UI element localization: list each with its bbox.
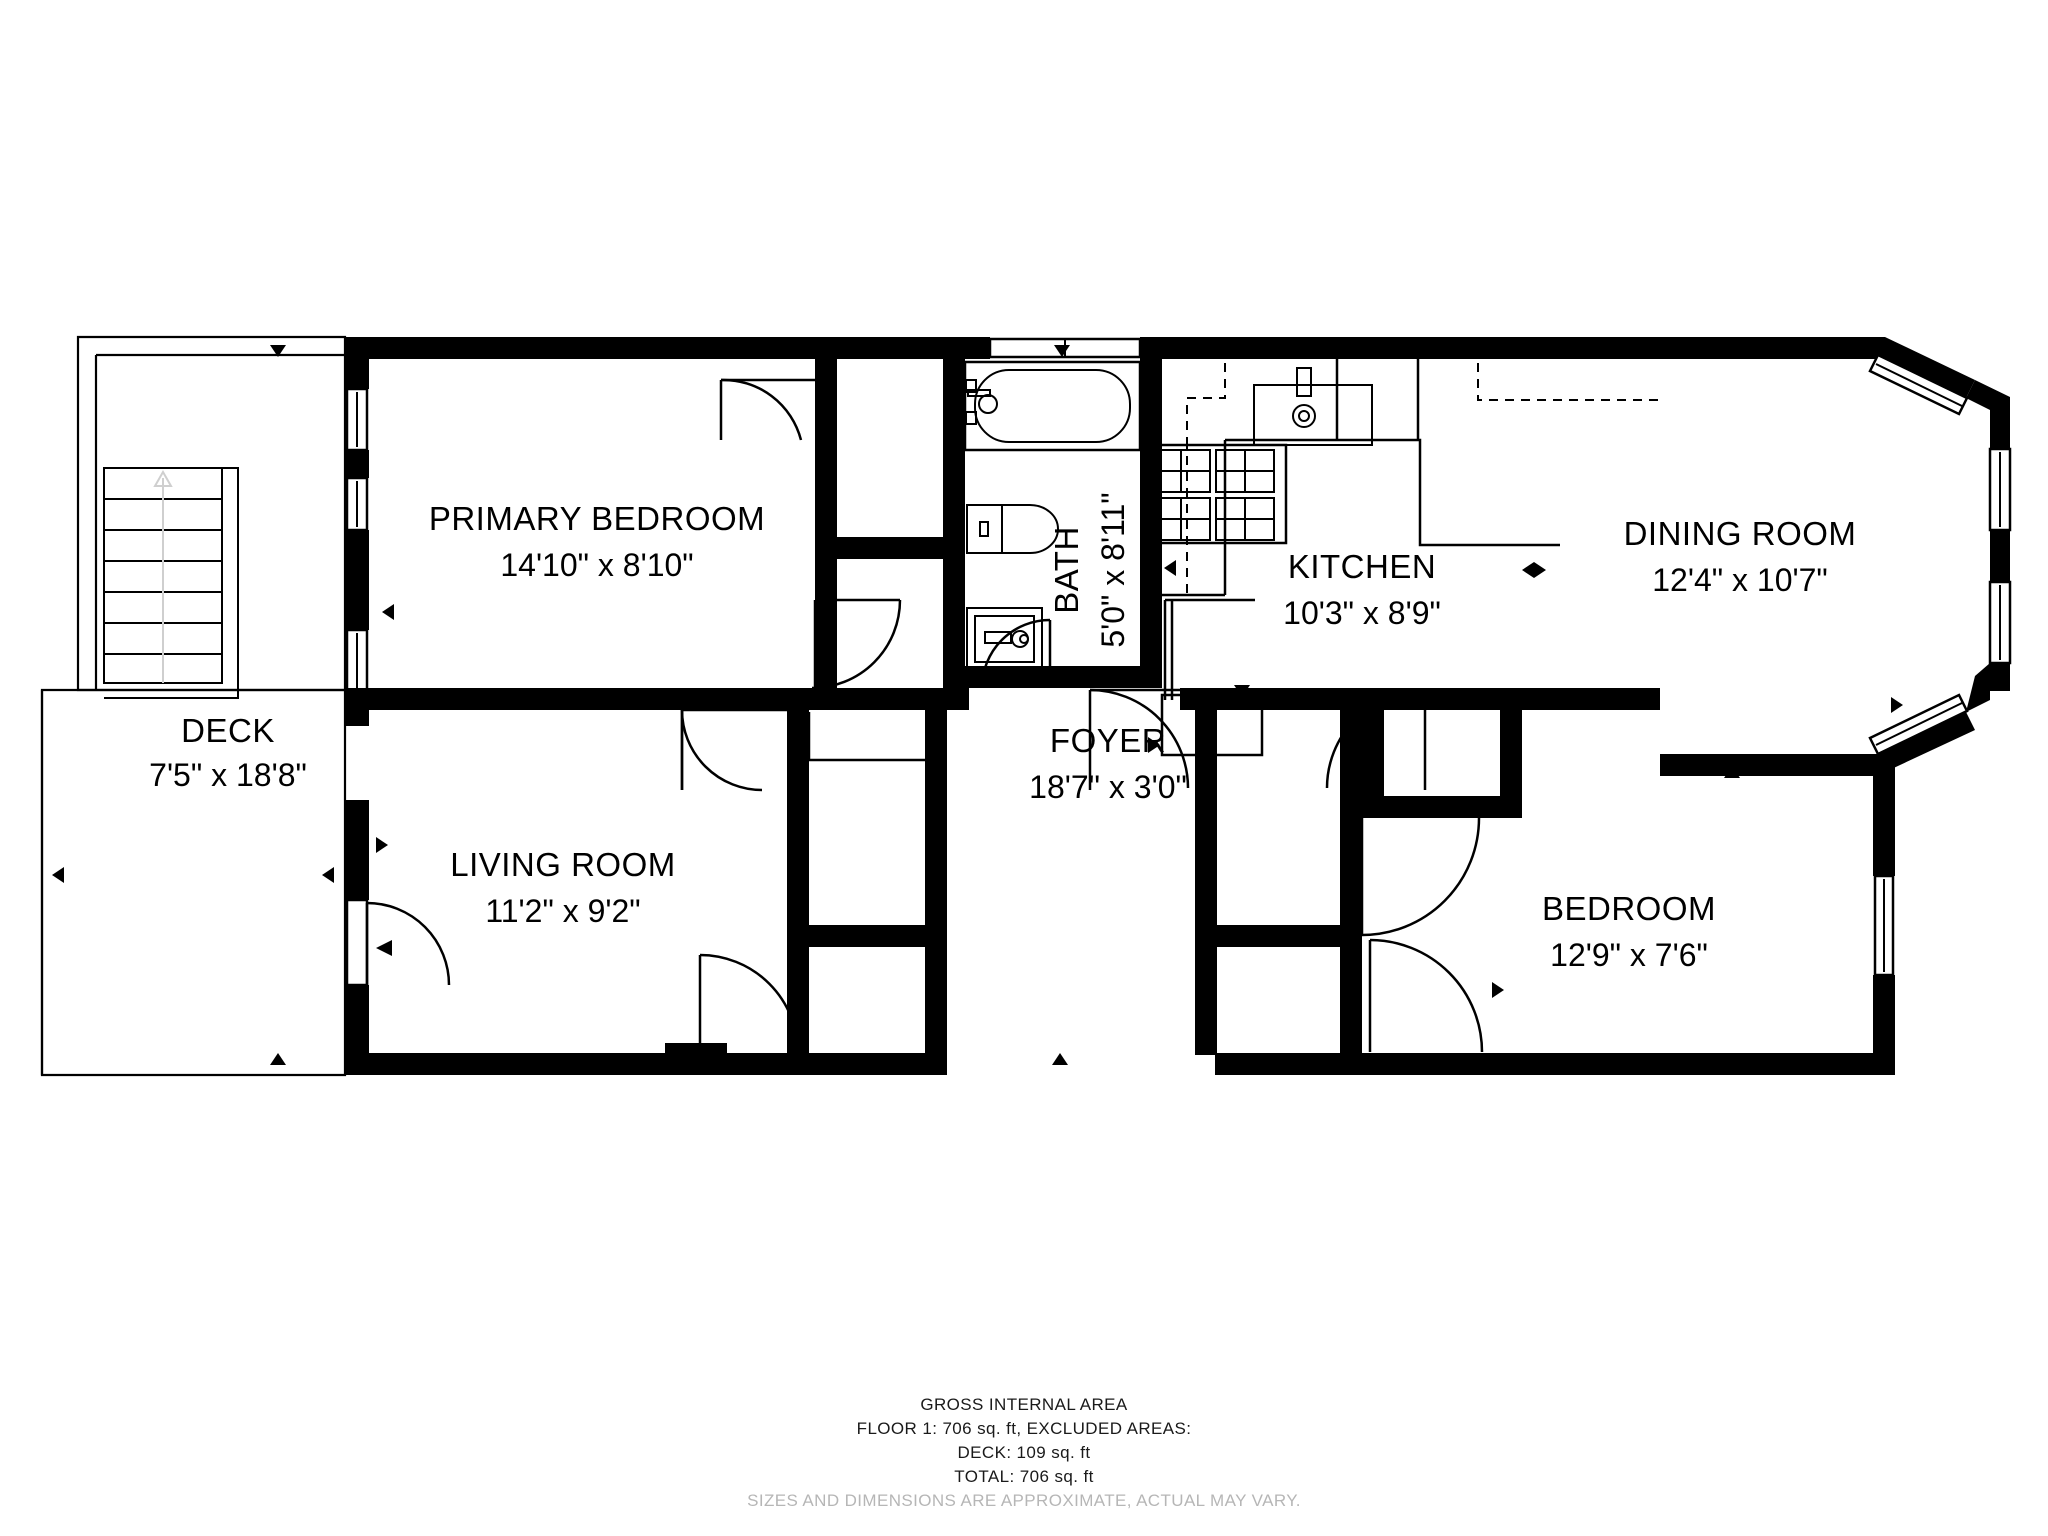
room-label-kitchen: KITCHEN 10'3" x 8'9" bbox=[1283, 548, 1441, 631]
window-right-bedroom bbox=[1873, 874, 1895, 977]
room-name-bedroom: BEDROOM bbox=[1542, 890, 1716, 927]
room-label-foyer: FOYER 18'7" x 3'0" bbox=[1029, 722, 1187, 805]
footer-line-3: DECK: 109 sq. ft bbox=[957, 1443, 1090, 1462]
vanity-sink-icon bbox=[966, 607, 1043, 671]
room-dim-dining-room: 12'4" x 10'7" bbox=[1652, 562, 1828, 598]
door-left-living bbox=[345, 898, 451, 987]
bay-window-panel-right-upper bbox=[1988, 447, 2012, 532]
bathtub-icon bbox=[963, 360, 1142, 452]
room-dim-living-room: 11'2" x 9'2" bbox=[485, 893, 640, 929]
bay-window-panel-bottom-angled bbox=[1868, 693, 1969, 756]
bedroom-partition bbox=[1522, 688, 1682, 776]
room-dim-foyer: 18'7" x 3'0" bbox=[1029, 769, 1187, 805]
room-name-foyer: FOYER bbox=[1050, 722, 1166, 759]
room-label-living-room: LIVING ROOM 11'2" x 9'2" bbox=[450, 846, 676, 929]
foyer-closets-left bbox=[680, 708, 947, 1055]
footer-line-1: GROSS INTERNAL AREA bbox=[920, 1395, 1128, 1414]
door-foyer-center bbox=[1088, 688, 1190, 790]
room-label-primary-bedroom: PRIMARY BEDROOM 14'10" x 8'10" bbox=[429, 500, 765, 583]
exterior-wall-right-bedroom bbox=[1660, 754, 1895, 1073]
room-label-dining-room: DINING ROOM 12'4" x 10'7" bbox=[1624, 515, 1857, 598]
room-dim-kitchen: 10'3" x 8'9" bbox=[1283, 595, 1441, 631]
staircase-icon bbox=[103, 467, 239, 699]
cooktop-range-icon bbox=[1144, 443, 1288, 545]
exterior-wall-top bbox=[345, 337, 1885, 359]
room-name-primary-bedroom: PRIMARY BEDROOM bbox=[429, 500, 765, 537]
room-name-living-room: LIVING ROOM bbox=[450, 846, 676, 883]
exterior-wall-left bbox=[345, 337, 369, 1075]
room-label-bedroom: BEDROOM 12'9" x 7'6" bbox=[1542, 890, 1716, 973]
room-name-bath: BATH bbox=[1048, 526, 1085, 614]
door-living-room-inner bbox=[698, 953, 800, 1054]
door-bedroom-lower bbox=[1368, 938, 1484, 1053]
room-dim-bath: 5'0" x 8'11" bbox=[1095, 492, 1131, 647]
bay-window-dining bbox=[1868, 337, 2012, 772]
kitchen-sink-icon bbox=[1253, 367, 1373, 446]
room-dim-primary-bedroom: 14'10" x 8'10" bbox=[500, 547, 693, 583]
room-label-bath: BATH 5'0" x 8'11" bbox=[1048, 492, 1131, 647]
toilet-icon bbox=[966, 504, 1059, 554]
door-bedroom-closet bbox=[1360, 817, 1481, 937]
room-name-kitchen: KITCHEN bbox=[1288, 548, 1436, 585]
window-left-primary-2 bbox=[345, 476, 369, 532]
door-foyer-right bbox=[1325, 688, 1427, 790]
room-name-deck: DECK bbox=[181, 712, 275, 749]
window-left-primary-1 bbox=[345, 387, 369, 452]
door-bath bbox=[980, 618, 1052, 689]
primary-bedroom-closet bbox=[719, 359, 943, 559]
kitchen-counters bbox=[1140, 359, 1560, 757]
footer-disclaimer: SIZES AND DIMENSIONS ARE APPROXIMATE, AC… bbox=[747, 1491, 1301, 1510]
bay-window-panel-right-lower bbox=[1988, 580, 2012, 665]
room-dim-bedroom: 12'9" x 7'6" bbox=[1550, 937, 1708, 973]
footer-block: GROSS INTERNAL AREA FLOOR 1: 706 sq. ft,… bbox=[747, 1395, 1301, 1510]
door-primary-bedroom bbox=[811, 559, 902, 690]
room-label-deck: DECK 7'5" x 18'8" bbox=[149, 712, 307, 793]
bay-window-panel-top-angled bbox=[1868, 353, 1969, 416]
foyer-closets-right bbox=[1195, 688, 1522, 1055]
room-name-dining-room: DINING ROOM bbox=[1624, 515, 1857, 552]
footer-line-4: TOTAL: 706 sq. ft bbox=[954, 1467, 1093, 1486]
footer-line-2: FLOOR 1: 706 sq. ft, EXCLUDED AREAS: bbox=[857, 1419, 1192, 1438]
room-dim-deck: 7'5" x 18'8" bbox=[149, 757, 307, 793]
direction-markers bbox=[52, 345, 1903, 1065]
